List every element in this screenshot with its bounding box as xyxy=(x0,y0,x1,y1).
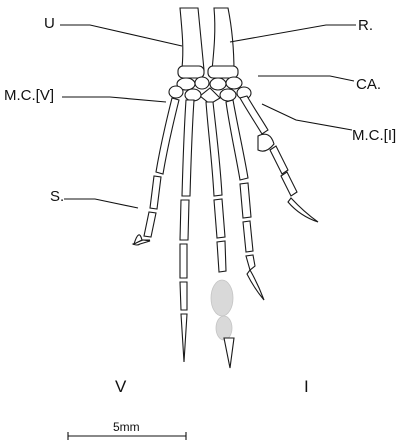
digit-label-v: V xyxy=(115,377,127,396)
leader-line-radius xyxy=(230,25,356,42)
label-metacarpal-v: M.C.[V] xyxy=(4,87,54,104)
digit-iii-bones xyxy=(206,102,234,368)
leader-line-carpus xyxy=(258,76,354,81)
digit-iv-bones xyxy=(180,100,194,362)
leader-line-sesamoid xyxy=(64,199,138,208)
digit-label-i: I xyxy=(304,377,309,396)
label-ulna: U xyxy=(44,15,55,32)
leader-line-ulna xyxy=(60,25,182,46)
leader-line-metacarpal-i xyxy=(262,104,352,130)
digit-v-bones xyxy=(133,98,179,245)
label-radius: R. xyxy=(358,17,373,34)
carpus-bones xyxy=(169,66,251,104)
scale-bar-label: 5mm xyxy=(113,420,140,434)
digit-ii-bones xyxy=(226,100,264,300)
label-carpus: CA. xyxy=(356,76,381,93)
ulna-bone xyxy=(180,8,204,70)
label-metacarpal-i: M.C.[I] xyxy=(352,127,396,144)
radius-bone xyxy=(212,8,234,72)
leader-line-metacarpal-v xyxy=(62,97,166,102)
digit-i-bones xyxy=(240,96,318,222)
label-sesamoid: S. xyxy=(50,188,64,205)
